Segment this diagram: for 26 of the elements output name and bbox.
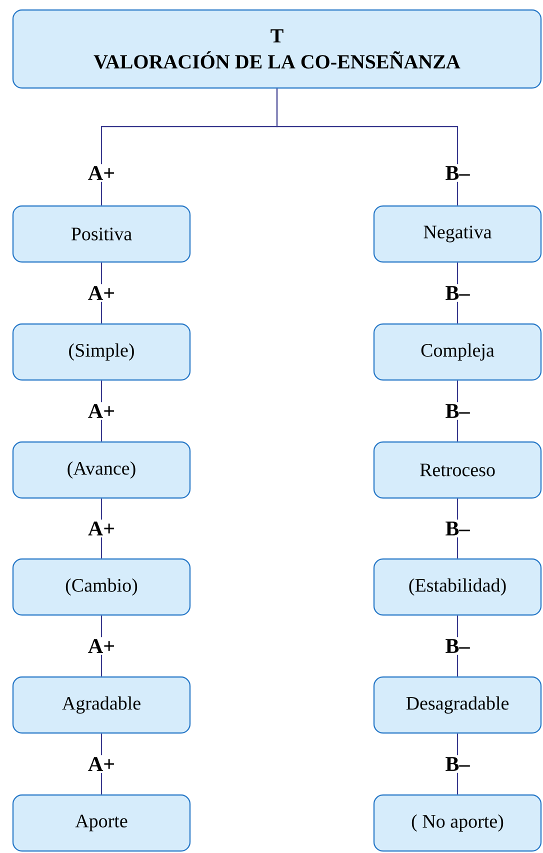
edge-label: A+: [86, 164, 118, 182]
process-box: Desagradable: [373, 676, 542, 734]
process-box: (Cambio): [12, 558, 191, 616]
edge-label: B–: [443, 402, 472, 420]
title-box: T VALORACIÓN DE LA CO-ENSEÑANZA: [12, 9, 542, 89]
edge-label: A+: [86, 520, 118, 538]
process-box: (Simple): [12, 323, 191, 381]
process-box: Negativa: [373, 205, 542, 263]
edge-label: B–: [443, 284, 472, 302]
process-box: (Avance): [12, 441, 191, 499]
process-box: ( No aporte): [373, 794, 542, 852]
edge-label: B–: [443, 164, 472, 182]
edge-label: B–: [443, 755, 472, 773]
edge-label: A+: [86, 755, 118, 773]
process-box: (Estabilidad): [373, 558, 542, 616]
connector-line: [276, 88, 458, 206]
process-box: Agradable: [12, 676, 191, 734]
process-box: Compleja: [373, 323, 542, 381]
process-box: Positiva: [12, 205, 191, 263]
process-box: Aporte: [12, 794, 191, 852]
edge-label: A+: [86, 637, 118, 655]
edge-label: A+: [86, 402, 118, 420]
edge-label: B–: [443, 520, 472, 538]
process-box: Retroceso: [373, 441, 542, 499]
edge-label: B–: [443, 637, 472, 655]
edge-label: A+: [86, 284, 118, 302]
